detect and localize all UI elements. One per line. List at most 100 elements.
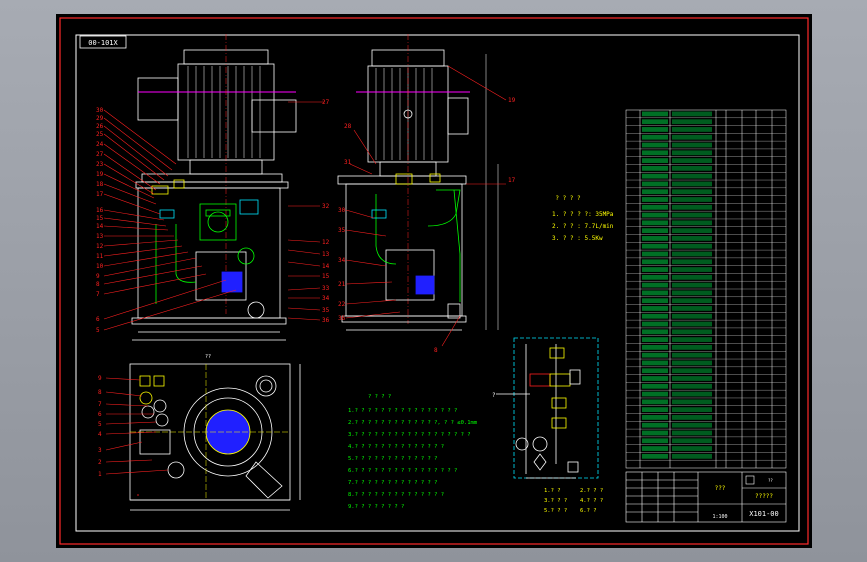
tech-spec-heading: ? ? ? ? bbox=[555, 195, 581, 202]
callout-r32: 32 bbox=[322, 203, 330, 210]
front-callouts bbox=[103, 101, 324, 331]
requirement-8: 8.? ? ? ? ? ? ? ? ? ? ? ? ? ? bbox=[348, 492, 444, 498]
table-cell-mark bbox=[672, 228, 712, 234]
callout-11: 11 bbox=[96, 253, 104, 260]
title-block bbox=[625, 471, 787, 523]
title-scale: 1:100 bbox=[712, 514, 727, 520]
drawing-code-top: 00-101X bbox=[88, 39, 118, 47]
callout-19: 19 bbox=[96, 171, 104, 178]
table-cell-mark bbox=[642, 352, 668, 358]
callout-9: 9 bbox=[96, 273, 100, 280]
callout-14: 14 bbox=[96, 223, 104, 230]
plan-callout-numbers: 9 8 7 6 5 4 3 2 1 bbox=[98, 375, 102, 478]
table-cell-mark bbox=[642, 453, 668, 459]
callout-p7: 7 bbox=[98, 401, 102, 408]
table-cell-mark bbox=[642, 391, 668, 397]
table-cell-mark bbox=[672, 181, 712, 187]
company-logo-text: ?? bbox=[768, 478, 773, 483]
table-cell-mark bbox=[642, 134, 668, 140]
schematic-legend: 1.? ? 2.? ? ? 3.? ? ? 4.? ? ? 5.? ? ? 6.… bbox=[544, 488, 603, 514]
front-view bbox=[131, 34, 297, 341]
svg-text:?: ? bbox=[492, 392, 496, 399]
requirement-4: 4.? ? ? ? ? ? ? ? ? ? ? ? ? ? bbox=[348, 444, 444, 450]
table-cell-mark bbox=[642, 150, 668, 156]
table-cell-mark bbox=[672, 383, 712, 389]
legend-item-1: 1.? ? bbox=[544, 488, 561, 494]
table-cell-mark bbox=[642, 204, 668, 210]
callout-m35: 35 bbox=[338, 227, 346, 234]
requirement-7: 7.? ? ? ? ? ? ? ? ? ? ? ? ? bbox=[348, 480, 437, 486]
table-cell-mark bbox=[672, 415, 712, 420]
callout-7: 7 bbox=[96, 291, 100, 298]
table-cell-mark bbox=[642, 407, 668, 413]
table-cell-mark bbox=[672, 407, 712, 413]
table-cell-mark bbox=[642, 399, 668, 405]
table-cell-mark bbox=[672, 360, 712, 366]
callout-m8: 8 bbox=[434, 347, 438, 354]
callout-r27: 27 bbox=[322, 99, 330, 106]
table-cell-mark bbox=[642, 165, 668, 171]
requirements-heading: ? ? ? ? bbox=[368, 394, 391, 400]
legend-item-4: 4.? ? ? bbox=[580, 498, 603, 504]
callout-p6: 6 bbox=[98, 411, 102, 418]
table-cell-mark bbox=[642, 259, 668, 265]
callout-13: 13 bbox=[96, 233, 104, 240]
table-cell-mark bbox=[642, 212, 668, 218]
callout-24: 24 bbox=[96, 141, 104, 148]
table-cell-mark bbox=[672, 165, 712, 171]
table-cell-mark bbox=[642, 329, 668, 335]
table-cell-mark bbox=[672, 298, 712, 304]
table-cell-mark bbox=[672, 127, 712, 132]
table-cell-mark bbox=[642, 189, 668, 195]
table-cell-mark bbox=[672, 438, 712, 444]
callout-p3: 3 bbox=[98, 447, 102, 454]
callout-p2: 2 bbox=[98, 459, 102, 466]
callout-25: 25 bbox=[96, 131, 104, 138]
callout-27: 27 bbox=[96, 151, 104, 158]
drawing-canvas[interactable]: 00-101X bbox=[56, 14, 812, 548]
table-cell-mark bbox=[672, 134, 712, 140]
table-cell-mark bbox=[672, 321, 712, 327]
table-cell-mark bbox=[672, 204, 712, 210]
hydraulic-station-drawing: 00-101X bbox=[59, 17, 809, 545]
table-cell-mark bbox=[642, 337, 668, 342]
outer-frame bbox=[59, 17, 809, 545]
table-cell-mark bbox=[672, 243, 712, 249]
table-cell-mark bbox=[642, 344, 668, 350]
title-drawing-code: X101-00 bbox=[749, 510, 779, 518]
table-cell-mark bbox=[672, 352, 712, 358]
requirement-2: 2.? ? ? ? ? ? ? ? ? ? ? ? ?, ? ? ≤0.1mm bbox=[348, 420, 478, 426]
callout-p1: 1 bbox=[98, 471, 102, 478]
oil-tank bbox=[137, 187, 281, 319]
table-cell-mark bbox=[642, 298, 668, 304]
table-cell-mark bbox=[642, 376, 668, 381]
table-cell-mark bbox=[672, 150, 712, 156]
plan-view-label: ?? bbox=[205, 354, 211, 360]
table-cell-mark bbox=[642, 383, 668, 389]
callout-p9: 9 bbox=[98, 375, 102, 382]
legend-item-3: 3.? ? ? bbox=[544, 498, 567, 504]
table-cell-mark bbox=[672, 251, 712, 257]
requirement-9: 9.? ? ? ? ? ? ? ? bbox=[348, 504, 404, 510]
callout-r34: 34 bbox=[322, 295, 330, 302]
table-cell-mark bbox=[672, 220, 712, 226]
callout-p4: 4 bbox=[98, 431, 102, 438]
table-cell-mark bbox=[642, 368, 668, 374]
callout-r33: 33 bbox=[322, 285, 330, 292]
table-cell-mark bbox=[642, 251, 668, 257]
callout-m36: 36 bbox=[338, 315, 346, 322]
callout-m31: 31 bbox=[344, 159, 352, 166]
side-callout-numbers: 28 31 19 17 30 35 34 21 22 36 8 bbox=[338, 97, 516, 354]
table-cell-mark bbox=[642, 415, 668, 420]
table-cell-mark bbox=[672, 306, 712, 311]
table-cell-mark bbox=[642, 430, 668, 436]
table-cell-mark bbox=[642, 220, 668, 226]
table-cell-mark bbox=[672, 274, 712, 280]
callout-r35: 35 bbox=[322, 307, 330, 314]
callout-m21: 21 bbox=[338, 281, 346, 288]
table-cell-mark bbox=[642, 127, 668, 132]
requirement-6: 6.? ? ? ? ? ? ? ? ? ? ? ? ? ? ? ? bbox=[348, 468, 457, 474]
callout-16: 16 bbox=[96, 207, 104, 214]
table-cell-mark bbox=[642, 181, 668, 187]
